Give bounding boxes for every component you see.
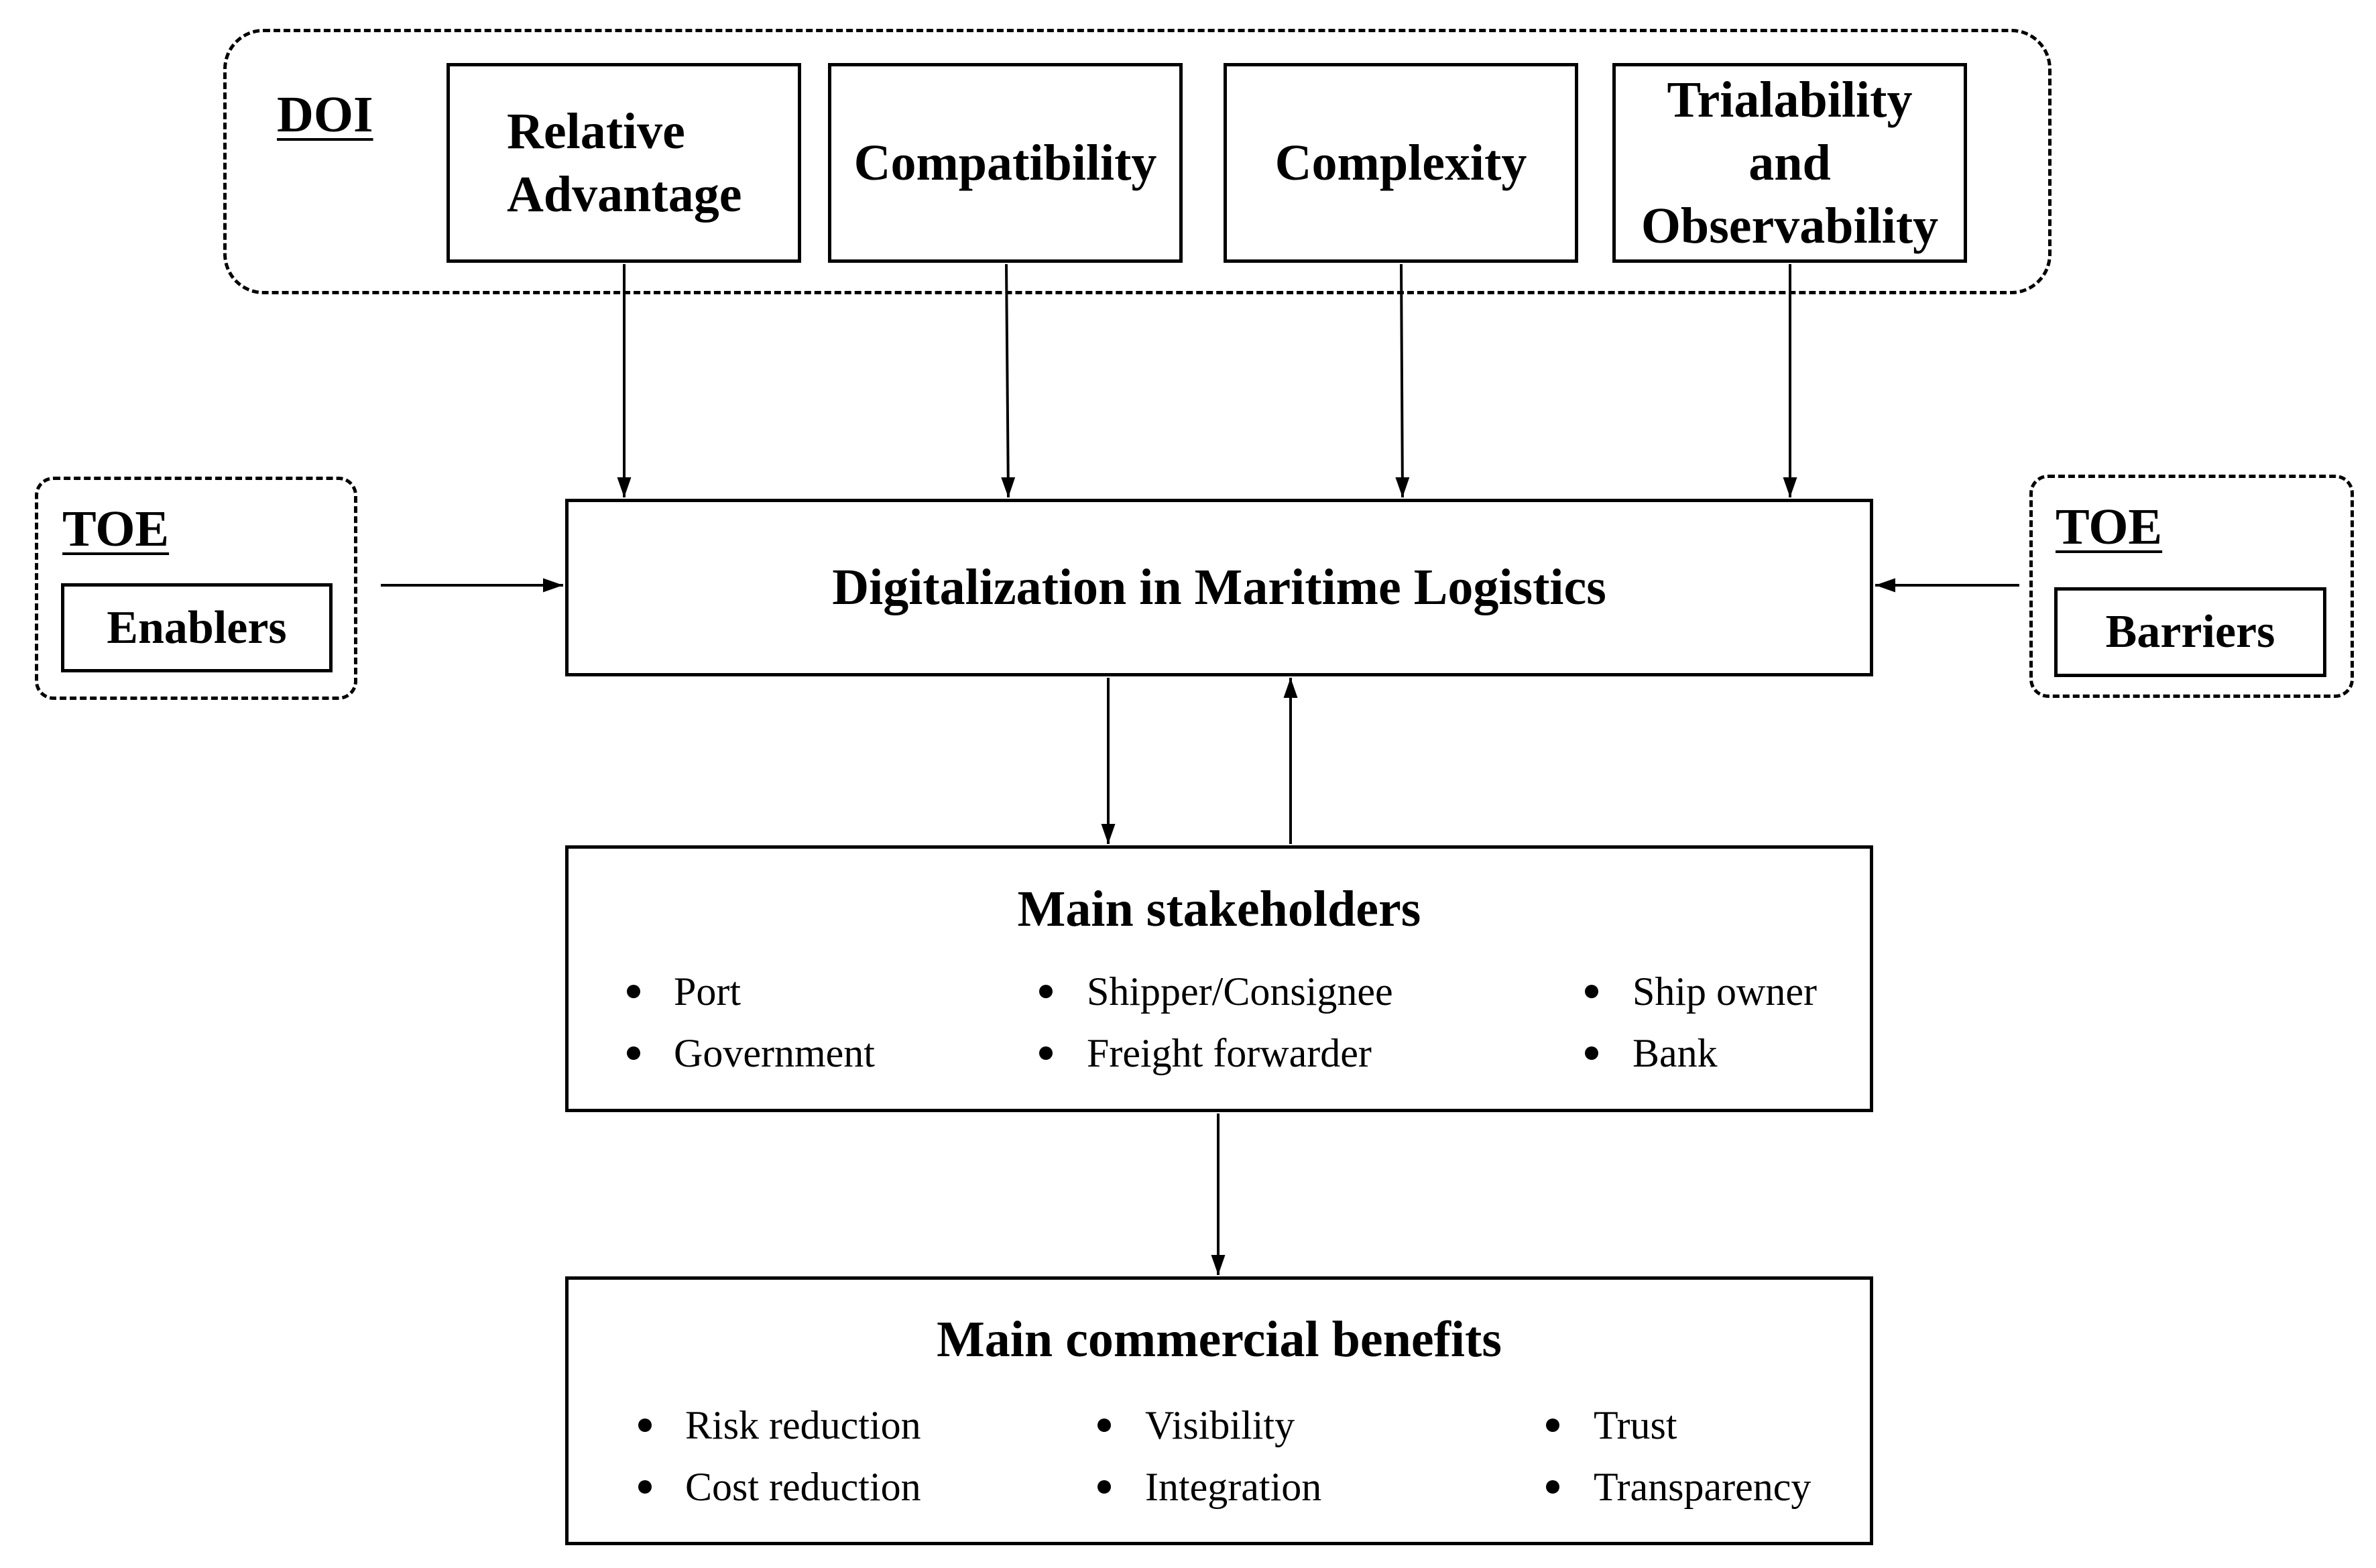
benefit-risk-reduction: Risk reduction	[685, 1403, 921, 1447]
factor-relative-advantage: Relative Advantage	[447, 63, 801, 263]
factor-trialability-observability: Trialability and Observability	[1612, 63, 1967, 263]
factor-complexity-label: Complexity	[1274, 135, 1527, 191]
bullet-dot	[1585, 985, 1598, 998]
toe-right-label: TOE	[2056, 499, 2163, 555]
stakeholder-ship-owner: Ship owner	[1632, 969, 1817, 1014]
arrow-complexity	[1395, 263, 1410, 498]
factor-trialability-line3: Observability	[1641, 198, 1939, 254]
doi-label: DOI	[277, 86, 373, 143]
benefits-box: Main commercial benefits Risk reduction …	[565, 1276, 1873, 1545]
digitalization-title: Digitalization in Maritime Logistics	[832, 559, 1606, 615]
bullet-dot	[1039, 985, 1053, 998]
factor-trialability-line2: and	[1748, 135, 1831, 191]
stakeholders-title: Main stakeholders	[1017, 881, 1421, 937]
benefit-visibility: Visibility	[1145, 1403, 1295, 1447]
bullet-dot	[638, 1419, 652, 1432]
toe-right-group	[2029, 475, 2354, 698]
digitalization-box: Digitalization in Maritime Logistics	[565, 499, 1873, 676]
factor-trialability-line1: Trialability	[1667, 72, 1913, 128]
toe-barriers-label: Barriers	[2105, 606, 2275, 658]
stakeholder-freight-forwarder: Freight forwarder	[1087, 1031, 1372, 1075]
factor-relative-advantage-line1: Relative	[507, 103, 685, 160]
stakeholders-box: Main stakeholders Port Government Shippe…	[565, 845, 1873, 1112]
toe-left-group	[35, 477, 357, 700]
stakeholder-shipper-consignee: Shipper/Consignee	[1087, 969, 1393, 1014]
toe-enablers-box: Enablers	[61, 583, 333, 672]
arrow-compatibility	[1001, 263, 1016, 498]
benefit-trust: Trust	[1594, 1403, 1677, 1447]
toe-barriers-box: Barriers	[2054, 587, 2326, 677]
toe-left-label: TOE	[62, 501, 170, 557]
bullet-dot	[1546, 1419, 1559, 1432]
factor-compatibility: Compatibility	[828, 63, 1183, 263]
benefit-transparency: Transparency	[1594, 1465, 1811, 1509]
bullet-dot	[627, 1046, 640, 1060]
bullet-dot	[1546, 1480, 1559, 1494]
bullet-dot	[638, 1480, 652, 1494]
stakeholder-bank: Bank	[1632, 1031, 1718, 1075]
bullet-dot	[1097, 1480, 1111, 1494]
factor-complexity: Complexity	[1224, 63, 1578, 263]
factor-compatibility-label: Compatibility	[853, 135, 1157, 191]
toe-enablers-label: Enablers	[107, 601, 287, 654]
bullet-dot	[1039, 1046, 1053, 1060]
stakeholder-port: Port	[674, 969, 741, 1014]
bullet-dot	[1585, 1046, 1598, 1060]
benefits-title: Main commercial benefits	[937, 1311, 1502, 1368]
benefit-integration: Integration	[1145, 1465, 1322, 1509]
benefit-cost-reduction: Cost reduction	[685, 1465, 921, 1509]
stakeholder-government: Government	[674, 1031, 875, 1075]
doi-group	[223, 29, 2052, 294]
bullet-dot	[1097, 1419, 1111, 1432]
bullet-dot	[627, 985, 640, 998]
factor-relative-advantage-line2: Advantage	[507, 166, 742, 223]
